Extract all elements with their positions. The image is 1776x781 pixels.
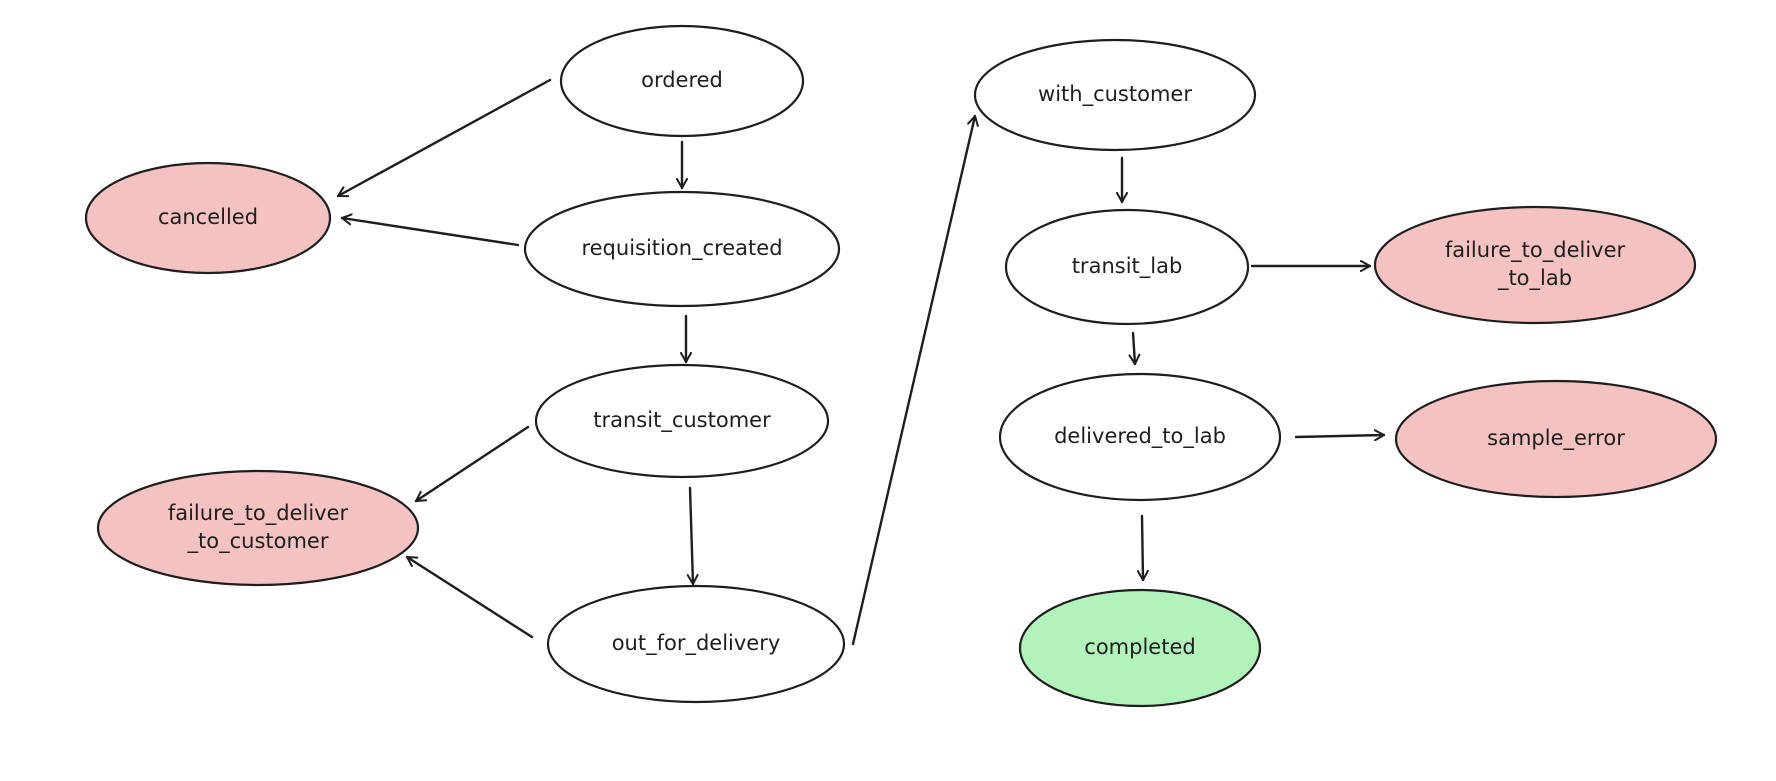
state-node-failure-to-deliver-to-customer: failure_to_deliver _to_customer <box>96 469 420 587</box>
state-label: with_customer <box>1038 82 1192 107</box>
state-node-out-for-delivery: out_for_delivery <box>546 584 846 704</box>
nodes-layer: ordered cancelled requisition_createdtrans… <box>84 24 1718 708</box>
state-shape <box>1394 379 1718 499</box>
state-node-cancelled: cancelled <box>84 161 332 275</box>
state-label: failure_to_deliver <box>1445 238 1626 263</box>
state-label: sample_error <box>1487 426 1625 451</box>
state-label: failure_to_deliver <box>168 501 349 526</box>
edge-out_for_delivery-to-failure_to_deliver_to_customer <box>405 555 534 639</box>
state-label: delivered_to_lab <box>1054 424 1226 449</box>
state-node-ordered: ordered <box>559 24 805 138</box>
state-shape <box>546 584 846 704</box>
state-node-transit-customer: transit_customer <box>534 363 830 479</box>
state-node-failure-to-deliver-to-lab: failure_to_deliver _to_lab <box>1373 205 1697 325</box>
state-label: transit_customer <box>593 408 771 433</box>
state-label: _to_customer <box>187 529 329 554</box>
edge-transit_customer-to-out_for_delivery <box>686 486 699 586</box>
state-label: requisition_created <box>581 236 782 261</box>
state-label: ordered <box>641 68 723 92</box>
edge-out_for_delivery-to-with_customer <box>851 114 979 646</box>
edge-delivered_to_lab-to-completed <box>1136 514 1149 582</box>
state-shape <box>84 161 332 275</box>
edge-transit_lab-to-delivered_to_lab <box>1128 331 1141 366</box>
state-shape <box>1373 205 1697 325</box>
state-shape <box>973 38 1257 152</box>
edges-layer <box>336 78 1386 646</box>
state-label: _to_lab <box>1497 266 1572 291</box>
state-shape <box>523 190 841 308</box>
state-node-sample-error: sample_error <box>1394 379 1718 499</box>
state-shape <box>1004 208 1250 326</box>
state-label: cancelled <box>158 205 258 229</box>
state-label: completed <box>1084 635 1195 659</box>
state-label: transit_lab <box>1072 254 1183 279</box>
state-node-with-customer: with_customer <box>973 38 1257 152</box>
state-shape <box>534 363 830 479</box>
edge-delivered_to_lab-to-sample_error <box>1294 429 1386 442</box>
state-shape <box>96 469 420 587</box>
state-node-delivered-to-lab: delivered_to_lab <box>998 372 1282 502</box>
state-label: out_for_delivery <box>612 631 781 656</box>
state-node-completed: completed <box>1018 588 1262 708</box>
state-shape <box>1018 588 1262 708</box>
state-shape <box>998 372 1282 502</box>
state-node-requisition-created: requisition_created <box>523 190 841 308</box>
state-node-transit-lab: transit_lab <box>1004 208 1250 326</box>
state-shape <box>559 24 805 138</box>
edge-requisition_created-to-cancelled <box>340 213 520 247</box>
edge-ordered-to-cancelled <box>336 78 552 198</box>
edge-transit_customer-to-failure_to_deliver_to_customer <box>414 425 530 503</box>
